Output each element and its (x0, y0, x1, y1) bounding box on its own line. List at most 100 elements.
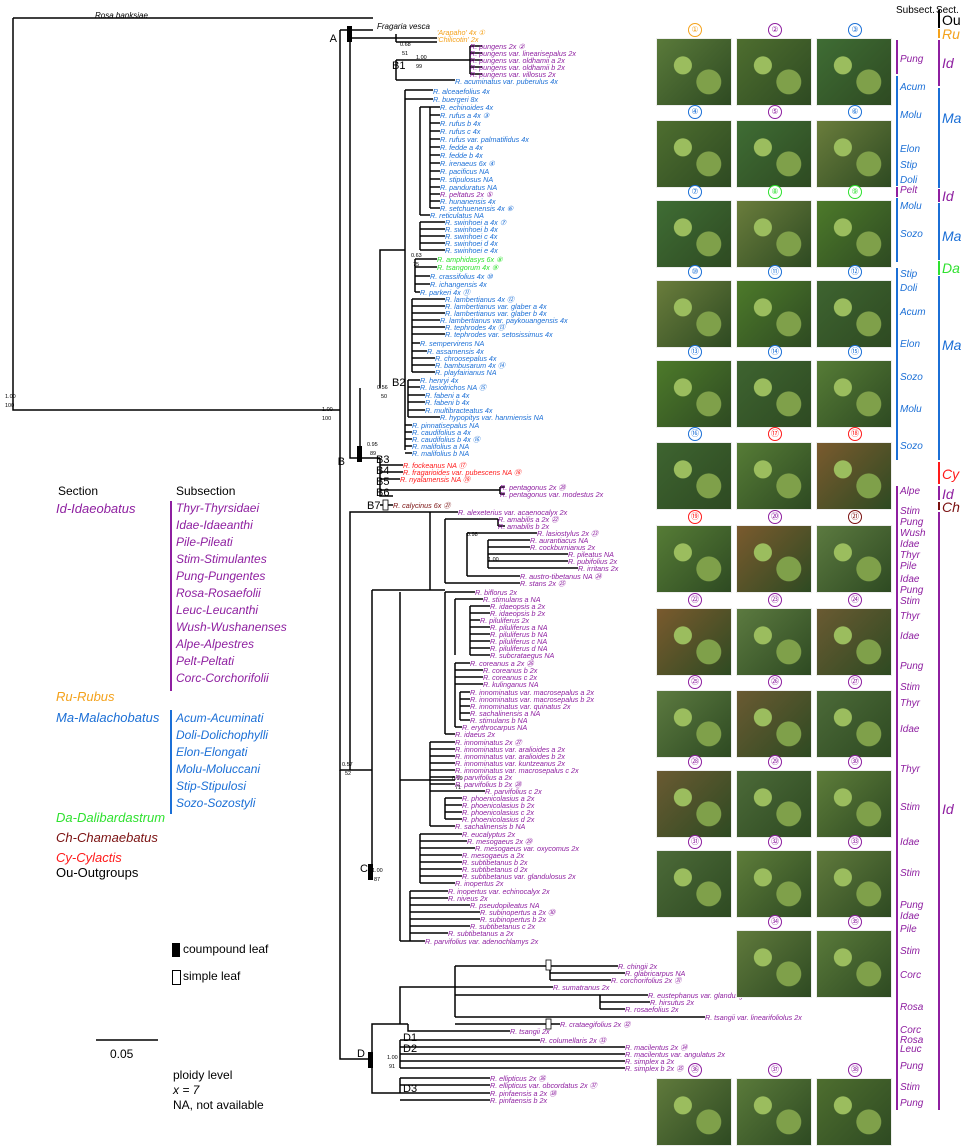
taxon-label: R. columellaris 2x ㉝ (540, 1036, 608, 1045)
taxon-label: R. subinopertus b 2x (480, 915, 546, 924)
clade-label: C (360, 863, 368, 875)
taxon-label: R. pungens 2x ② (470, 42, 525, 51)
compound-leaf-marker-c (368, 864, 373, 880)
legend-subsection-item: Acum-Acuminati (176, 711, 264, 725)
subsection-bar (896, 187, 898, 197)
species-photo (816, 360, 892, 428)
legend-subsection-item: Sozo-Sozostyli (176, 796, 256, 810)
species-photo (816, 850, 892, 918)
subsection-label: Thyr (900, 698, 920, 709)
subsection-label: Molu (900, 110, 922, 121)
taxon-label: R. piluliferus d NA (490, 644, 548, 653)
leaf-type-markers (347, 26, 552, 1068)
legend-subsection-item: Rosa-Rosaefolii (176, 586, 261, 600)
species-photo (816, 690, 892, 758)
section-label: Id (942, 801, 954, 817)
section-label: Ch (942, 499, 960, 515)
species-photo (656, 38, 732, 106)
taxon-label: R. caudifolius a 4x (412, 428, 471, 437)
subsection-label: Idae (900, 837, 920, 848)
ploidy-line-1: ploidy level (173, 1068, 233, 1082)
subsection-label: Pung (900, 900, 924, 911)
species-photo (736, 442, 812, 510)
taxon-label: R. innominatus var. macrosepalus a 2x (470, 688, 594, 697)
legend-subsection-item: Elon-Elongati (176, 745, 248, 759)
photo-number: ⑲ (688, 510, 702, 524)
species-photo (656, 850, 732, 918)
subsection-label: Wush (900, 528, 926, 539)
taxon-label: R. assamensis 4x (427, 347, 484, 356)
taxon-label: R. pungens var. villosus 2x (470, 70, 556, 79)
taxon-label: R. fragarioides var. pubescens NA ⑱ (403, 468, 523, 477)
simple-leaf-label: simple leaf (183, 969, 241, 983)
taxon-label: R. swinhoei c 4x (445, 232, 498, 241)
support-value: 0.95 (367, 442, 378, 448)
photo-number: ⑮ (848, 345, 862, 359)
subsection-label: Stim (900, 868, 920, 879)
subsection-label: Rosa (900, 1035, 924, 1046)
section-bar (938, 261, 940, 275)
taxon-label: R. biflorus 2x (475, 588, 517, 597)
taxon-label: R. playfairianus NA (435, 368, 497, 377)
taxon-label: R. phoenicolasius c 2x (462, 808, 534, 817)
taxon-label: R. pinfaensis b 2x (490, 1096, 548, 1105)
taxon-label: R. phoenicolasius d 2x (462, 815, 535, 824)
legend-section-da: Da-Dalibardastrum (56, 810, 166, 825)
section-label: Ou (942, 12, 961, 28)
species-photo (736, 930, 812, 998)
taxon-label: R. subtibetanus a 2x (448, 929, 514, 938)
taxon-label: R. chingii 2x (618, 962, 658, 971)
photo-number: ⑬ (688, 345, 702, 359)
photo-number: ⑨ (848, 185, 862, 199)
ploidy-line-3: NA, not available (173, 1098, 264, 1112)
taxon-label: R. stimulans a NA (483, 595, 541, 604)
taxon-label: R. pentagonus 2x ⑳ (500, 483, 567, 492)
taxon-label: R. amphidasys 6x ⑧ (437, 255, 503, 264)
subsection-label: Acum (900, 307, 926, 318)
species-photo (816, 608, 892, 676)
taxon-label: R. henryi 4x (420, 376, 459, 385)
subsection-label: Stim (900, 506, 920, 517)
legend-subsection-item: Doli-Dolichophylli (176, 728, 269, 742)
legend-subsection-item: Corc-Corchorifolii (176, 671, 269, 685)
subsection-label: Rosa (900, 1002, 924, 1013)
legend-subsection-header: Subsection (176, 484, 236, 498)
section-bar (938, 502, 940, 510)
species-photo (816, 280, 892, 348)
species-photo (736, 608, 812, 676)
taxon-label: R. pentagonus var. modestus 2x (500, 490, 604, 499)
taxon-label: R. alexeterius var. acaenocalyx 2x (458, 508, 568, 517)
taxon-label: R. subtibetanus c 2x (470, 922, 536, 931)
outgroup-label: Rosa banksiae (95, 11, 148, 20)
species-photo (656, 360, 732, 428)
taxon-label: R. irenaeus 6x ④ (440, 159, 495, 168)
taxon-label: R. amabilis b 2x (498, 522, 550, 531)
support-value: 0.56 (377, 385, 388, 391)
species-photo (656, 120, 732, 188)
taxon-label: R. pungens var. oldhamii b 2x (470, 63, 565, 72)
section-bar (938, 276, 940, 460)
legend-section-cy: Cy-Cylactis (56, 850, 122, 865)
support-value: 71 (455, 785, 461, 791)
compound-leaf-marker-a (347, 26, 352, 42)
clade-label: B4 (376, 465, 389, 477)
subsection-label: Stim (900, 682, 920, 693)
support-value: 1.00 (322, 407, 333, 413)
section-label: Ma (942, 110, 962, 126)
taxon-label: R. innominatus var. aralioides b 2x (455, 752, 565, 761)
support-value: 87 (374, 877, 380, 883)
photo-number: ㉚ (848, 755, 862, 769)
support-value: 0.98 (467, 532, 478, 538)
section-label: Cy (942, 466, 960, 482)
taxon-label: R. rufus c 4x (440, 127, 481, 136)
compound-leaf-swatch (172, 943, 180, 957)
support-value: 1.00 (488, 557, 499, 563)
taxon-label: R. stans 2x ㉕ (520, 579, 567, 588)
taxon-label: R. mesogaeus 2x ㉙ (467, 837, 534, 846)
legend-subsection-item: Stim-Stimulantes (176, 552, 267, 566)
photo-number: ㉗ (848, 675, 862, 689)
taxon-label: R. simplex b 2x ㉟ (625, 1064, 685, 1073)
taxon-label: R. sempervirens NA (420, 339, 485, 348)
taxon-label: R. innominatus var. quinatus 2x (470, 702, 571, 711)
